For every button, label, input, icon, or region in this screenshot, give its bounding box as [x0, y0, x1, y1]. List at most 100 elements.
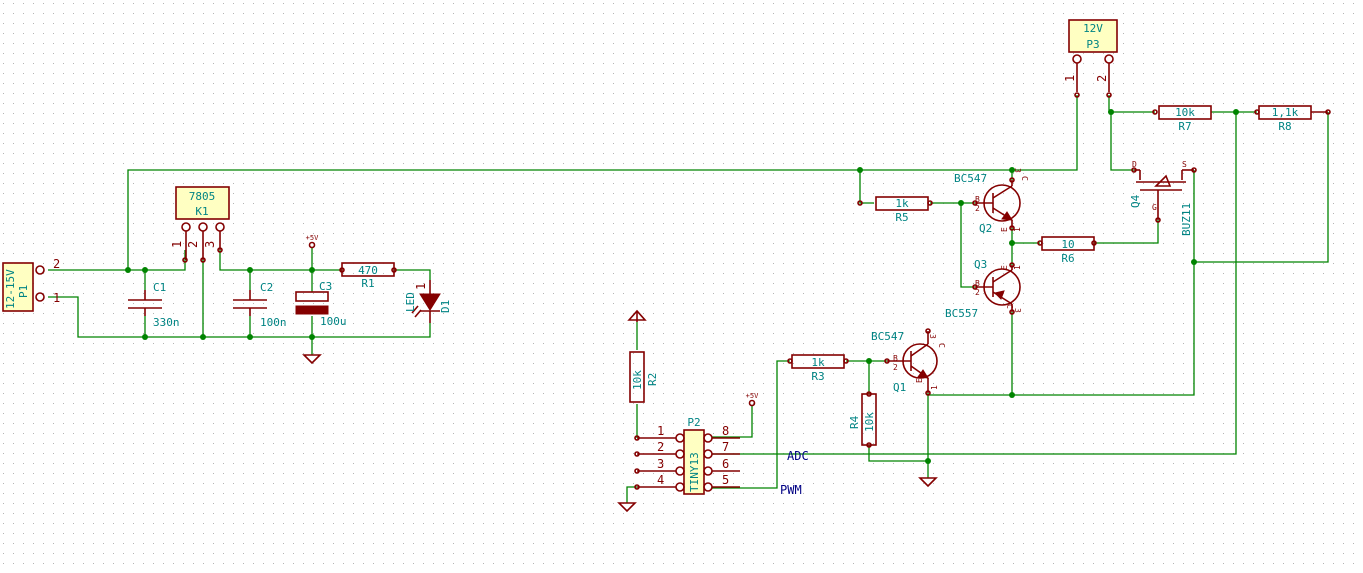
transistor-ref: Q2: [979, 222, 992, 235]
pin-name: B: [975, 279, 980, 288]
ground-icon: [617, 502, 637, 513]
pin-number: 1: [657, 424, 664, 438]
cap-value: 330n: [153, 316, 180, 329]
pin-circle: [35, 292, 45, 302]
regulator-body: [175, 186, 230, 220]
pin-number: 1: [53, 291, 60, 305]
resistor-value: 10k: [631, 370, 644, 390]
junction: [1191, 259, 1197, 265]
resistor-body: [629, 351, 645, 403]
pin-circle: [675, 482, 685, 492]
resistor-r5[interactable]: 1k R5: [875, 196, 929, 224]
pin-end: [1009, 309, 1015, 315]
pin-end: [1091, 240, 1097, 246]
capacitor-c2[interactable]: C2 100n: [233, 281, 287, 329]
emitter-arrow: [917, 369, 929, 379]
resistor-ref: R2: [646, 373, 659, 386]
regulator-k1[interactable]: 7805 K1 1 2 3: [170, 186, 230, 260]
pin-end: [1155, 217, 1161, 223]
pin-circle: [675, 449, 685, 459]
cap-ref: C3: [319, 280, 332, 293]
resistor-value: 1k: [895, 197, 909, 210]
pin-end: [634, 451, 640, 457]
power-label: +5V: [746, 392, 759, 400]
pin-end: [1152, 109, 1158, 115]
connector-ref: P1: [17, 285, 30, 298]
resistor-r4[interactable]: 10k R4: [848, 393, 877, 446]
resistor-ref: R8: [1278, 120, 1291, 133]
pin-number: 2: [975, 288, 980, 297]
pin-number: 1: [414, 283, 428, 290]
transistor-ref: Q3: [974, 258, 987, 271]
pin-circle: [675, 466, 685, 476]
capacitor-c1[interactable]: C1 330n: [128, 281, 180, 329]
regulator-ref: K1: [195, 205, 208, 218]
pin-end: [843, 358, 849, 364]
capacitor-c3[interactable]: C3 100u: [295, 280, 347, 328]
resistor-value: 470: [358, 264, 378, 277]
transistor-q1[interactable]: BC547 Q1 B 2 C 3 E 1: [871, 330, 946, 394]
power-label: +5V: [306, 234, 319, 242]
resistor-body: [1158, 105, 1212, 120]
pin-end: [634, 484, 640, 490]
pin-number: 4: [657, 473, 664, 487]
resistor-r1[interactable]: 470 R1: [341, 262, 395, 290]
mcu-p2[interactable]: P2 TINY13 1 2 3 4 8 7 6 5: [637, 416, 740, 495]
pin-end: [972, 284, 978, 290]
junction: [142, 334, 148, 340]
pin-end: [1131, 167, 1137, 173]
junction: [247, 334, 253, 340]
mosfet-value: BUZ11: [1180, 203, 1193, 236]
cap-value: 100n: [260, 316, 287, 329]
resistor-body: [341, 262, 395, 277]
pin-end: [884, 358, 890, 364]
pin-end: [1106, 92, 1112, 98]
led-d1[interactable]: 1 LED D1: [404, 280, 452, 323]
resistor-ref: R3: [811, 370, 824, 383]
pin-end: [1009, 177, 1015, 183]
wire: [1194, 112, 1329, 263]
mosfet-q4[interactable]: D S G Q4 BUZ11: [1129, 160, 1194, 236]
pin-ends: [182, 109, 1331, 490]
pin-number: 3: [1013, 168, 1022, 173]
resistor-r7[interactable]: 10k R7: [1158, 105, 1212, 133]
pin-number: 2: [186, 241, 200, 248]
junction: [125, 267, 131, 273]
resistor-ref: R6: [1061, 252, 1074, 265]
power-flag: [748, 399, 756, 407]
pin-name: E: [915, 378, 924, 383]
ground-symbol-2: [617, 502, 637, 513]
resistor-r8[interactable]: 1,1k R8: [1258, 105, 1328, 133]
pin-number: 1: [1013, 265, 1022, 270]
led-triangle: [419, 293, 441, 311]
wire: [712, 360, 790, 489]
pin-end: [972, 200, 978, 206]
junction: [866, 358, 872, 364]
junction: [925, 458, 931, 464]
transistor-q2[interactable]: BC547 Q2 B 2 C 3 E 1: [954, 168, 1029, 235]
wires: [48, 95, 1329, 503]
wire: [219, 250, 342, 271]
regulator-value: 7805: [189, 190, 216, 203]
connector-value: 12-15V: [4, 269, 17, 309]
resistor-ref: R1: [361, 277, 374, 290]
connector-p3[interactable]: 12V P3 1 2: [1063, 19, 1118, 98]
connector-value: 12V: [1083, 22, 1103, 35]
pin-end: [925, 328, 931, 334]
wire: [960, 203, 975, 288]
wire: [1094, 220, 1159, 244]
pin-end: [1009, 262, 1015, 268]
pin-number: 1: [1063, 75, 1077, 82]
resistor-body: [861, 393, 877, 446]
cap-value: 100u: [320, 315, 347, 328]
connector-p1[interactable]: P1 12-15V 2 1: [2, 257, 60, 312]
mcu-body: [683, 429, 705, 495]
pin-circle: [675, 433, 685, 443]
supply-arrow-icon: [627, 309, 647, 321]
cap-ref: C1: [153, 281, 166, 294]
resistor-r2[interactable]: 10k R2: [629, 351, 659, 403]
transistor-q3[interactable]: Q3 BC557 B 2 E 1 C 3: [945, 258, 1022, 320]
emitter-arrow: [994, 290, 1005, 300]
transistor-ref: Q1: [893, 381, 906, 394]
